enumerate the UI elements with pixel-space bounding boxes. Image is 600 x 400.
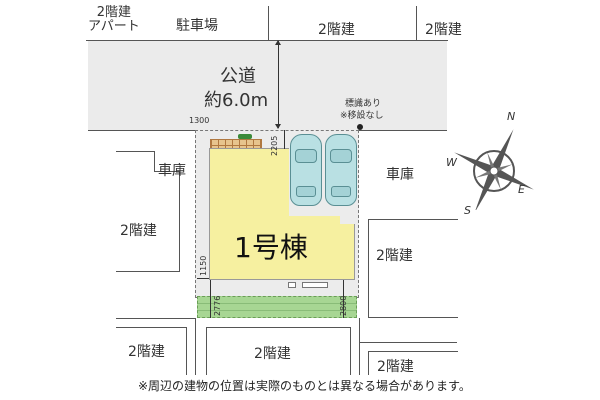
- top-right-building-label: 2階建: [425, 22, 462, 38]
- road-label: 公道: [220, 66, 256, 87]
- setback-top-dimension-line: [284, 130, 285, 149]
- bottom-neighbor-line: [116, 318, 196, 319]
- lot-extension-line: [359, 318, 360, 375]
- left-neighbor-line: [154, 151, 155, 172]
- road-width-dimension-line: [278, 41, 279, 128]
- bottom-middle-building-label: 2階建: [254, 346, 291, 362]
- public-road: [88, 40, 447, 131]
- compass-rose-icon: [450, 110, 550, 213]
- bottom-left-building-label: 2階建: [128, 344, 165, 360]
- top-middle-building-label: 2階建: [318, 22, 355, 38]
- bottom-neighbor-line: [206, 327, 207, 375]
- parking-area-notch: [340, 216, 355, 224]
- garden-strip: [197, 296, 357, 318]
- right-building-label: 2階建: [376, 248, 413, 264]
- compass-w-label: W: [446, 156, 457, 169]
- sign-note-line2: ※移設なし: [340, 111, 384, 121]
- top-left-building-label: 2階建 アパート: [88, 6, 140, 34]
- dimension-top-left: 1300: [189, 116, 210, 125]
- road-width-label: 約6.0m: [204, 90, 269, 111]
- right-garage-label: 車庫: [386, 167, 414, 183]
- bottom-neighbor-line: [206, 327, 350, 328]
- shrubs: [238, 134, 252, 139]
- bottom-neighbor-line: [368, 351, 369, 375]
- bottom-neighbor-line: [368, 351, 458, 352]
- bottom-neighbor-line: [359, 342, 457, 343]
- setback-left-dimension-line: [197, 278, 209, 279]
- left-neighbor-line: [154, 171, 179, 172]
- dimension-setback-left: 1150: [199, 255, 208, 276]
- utility-box: [302, 282, 328, 288]
- left-neighbor-line: [116, 271, 180, 272]
- right-neighbor-line: [368, 317, 458, 318]
- sign-note-line1: 標識あり: [345, 99, 382, 109]
- left-building-label: 2階建: [120, 223, 157, 239]
- meter-box: [288, 282, 296, 288]
- arrow-up-icon: [275, 40, 281, 45]
- left-garage-label: 車庫: [158, 163, 186, 179]
- left-neighbor-line: [179, 171, 180, 271]
- top-left-building-floors: 2階建: [96, 5, 132, 20]
- right-neighbor-line: [368, 219, 369, 317]
- top-divider-line-right: [416, 6, 417, 40]
- parking-space-2-car: [325, 134, 357, 206]
- bottom-neighbor-line: [116, 327, 186, 328]
- dimension-garden-left: 2776: [213, 295, 222, 316]
- top-parking-label: 駐車場: [176, 18, 218, 34]
- compass-n-label: N: [507, 110, 516, 123]
- lot-extension-line: [195, 318, 196, 375]
- sign-marker-icon: [357, 124, 363, 130]
- compass-s-label: S: [464, 204, 471, 217]
- dimension-setback-top: 2205: [270, 135, 279, 156]
- bottom-right-building-label: 2階建: [377, 359, 414, 375]
- bottom-neighbor-line: [350, 327, 351, 375]
- top-left-building-type: アパート: [88, 19, 140, 34]
- building-label: 1号棟: [234, 231, 308, 264]
- garden-right-dimension-line: [343, 280, 344, 318]
- parking-space-1-car: [290, 134, 322, 206]
- garden-left-dimension-line: [210, 280, 211, 318]
- right-neighbor-line: [368, 219, 458, 220]
- footer-disclaimer: ※周辺の建物の位置は実際のものとは異なる場合があります。: [138, 379, 471, 393]
- arrow-down-icon: [275, 124, 281, 129]
- compass-e-label: E: [518, 183, 525, 196]
- left-neighbor-line: [116, 151, 154, 152]
- top-divider-line: [268, 6, 269, 40]
- bottom-neighbor-line: [186, 327, 187, 375]
